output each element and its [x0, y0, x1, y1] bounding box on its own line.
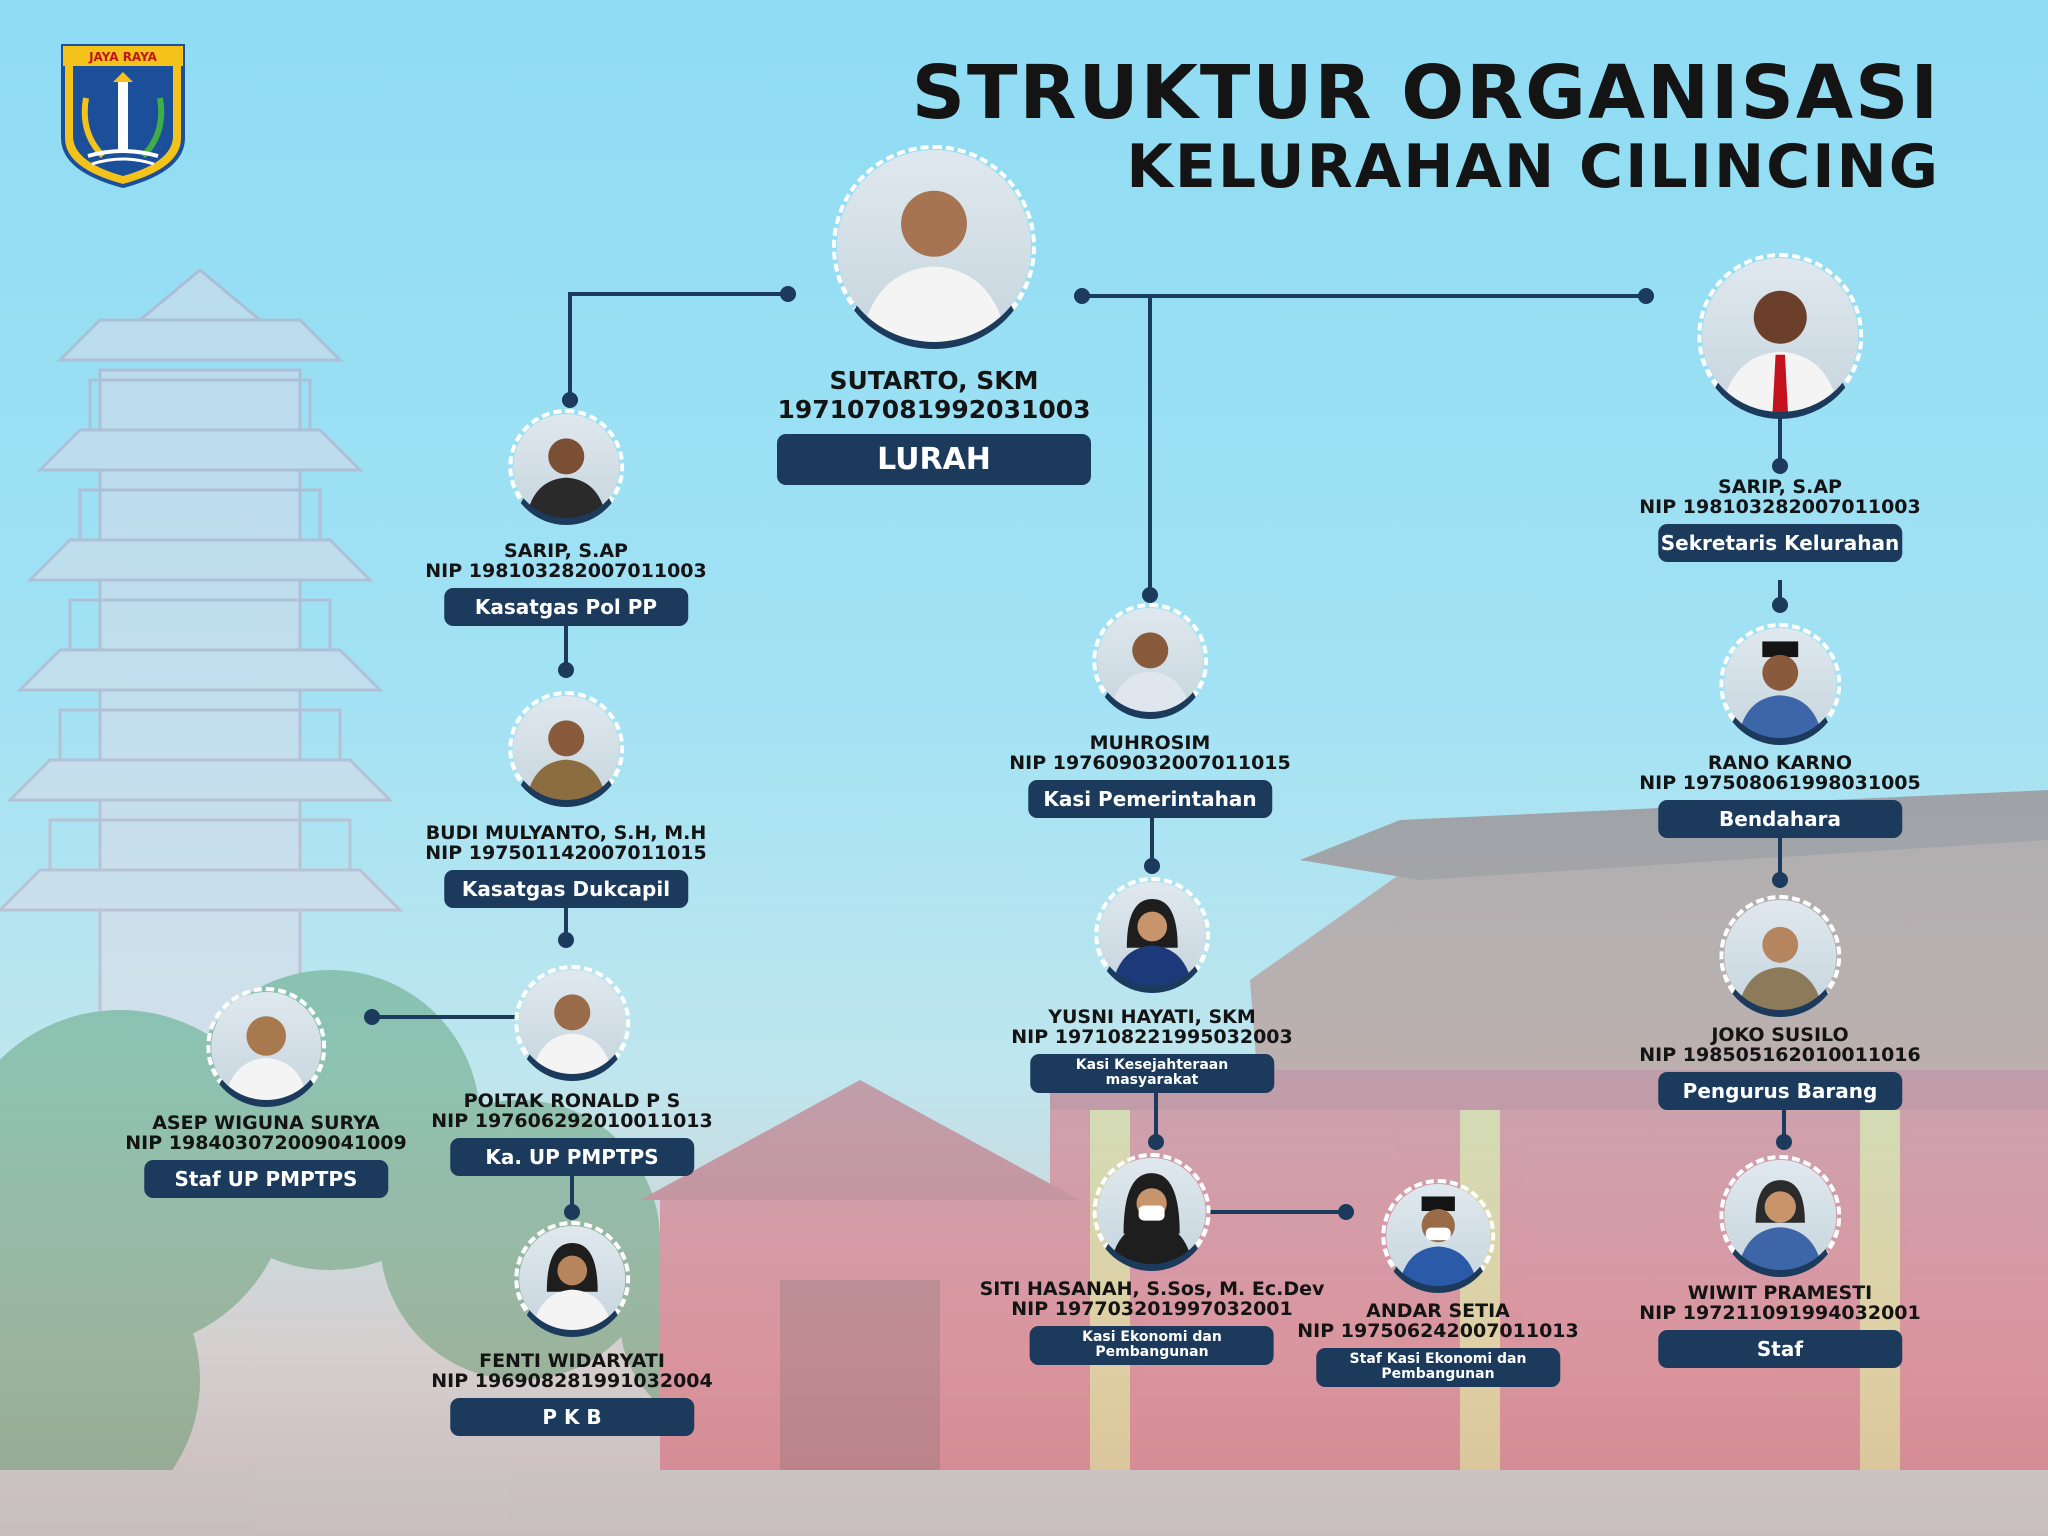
name-staf-ekonomi-pembangunan: ANDAR SETIA: [1366, 1300, 1510, 1322]
name-kasi-ekonomi-pembangunan: SITI HASANAH, S.Sos, M. Ec.Dev: [979, 1278, 1325, 1300]
connector-dot: [562, 392, 578, 408]
nip-staf-ekonomi-pembangunan: NIP 197506242007011013: [1297, 1319, 1579, 1342]
connector-dot: [1148, 1134, 1164, 1150]
connector-dot: [564, 1204, 580, 1220]
name-kasi-pemerintahan: MUHROSIM: [1089, 732, 1211, 754]
connector-dot: [1638, 288, 1654, 304]
connector-dot: [558, 662, 574, 678]
node-ka-up-pmptps: POLTAK RONALD P S NIP 197606292010011013…: [431, 965, 713, 1176]
nip-kasatgas-pol-pp: NIP 198103282007011003: [425, 559, 707, 582]
role-pkb: P K B: [449, 1397, 694, 1436]
photo-bendahara: [1718, 623, 1841, 745]
connector-dot: [558, 932, 574, 948]
role-kasatgas-dukcapil: Kasatgas Dukcapil: [443, 869, 688, 908]
node-kasatgas-dukcapil: BUDI MULYANTO, S.H, M.H NIP 197501142007…: [425, 691, 707, 908]
role-bendahara: Bendahara: [1657, 799, 1902, 838]
connector-dot: [1144, 858, 1160, 874]
connector-dot: [1772, 872, 1788, 888]
role-kasi-pemerintahan: Kasi Pemerintahan: [1027, 779, 1272, 818]
connector-dot: [1772, 597, 1788, 613]
role-lurah: LURAH: [777, 433, 1091, 485]
role-sekretaris-kelurahan: Sekretaris Kelurahan: [1657, 523, 1902, 562]
nip-kasatgas-dukcapil: NIP 197501142007011015: [425, 841, 707, 864]
name-kasi-kesejahteraan: YUSNI HAYATI, SKM: [1048, 1006, 1256, 1028]
connector-dot: [780, 286, 796, 302]
node-kasatgas-pol-pp: SARIP, S.AP NIP 198103282007011003 Kasat…: [425, 409, 707, 626]
page-title: STRUKTUR ORGANISASI: [911, 50, 1940, 136]
nip-ka-up-pmptps: NIP 197606292010011013: [431, 1109, 713, 1132]
connector-dot: [1074, 288, 1090, 304]
photo-ka-up-pmptps: [513, 965, 630, 1081]
role-kasi-ekonomi-pembangunan: Kasi Ekonomi dan Pembangunan: [1029, 1325, 1274, 1365]
role-staf-ekonomi-pembangunan: Staf Kasi Ekonomi dan Pembangunan: [1315, 1347, 1560, 1387]
photo-kasatgas-pol-pp: [507, 409, 624, 525]
node-kasi-ekonomi-pembangunan: SITI HASANAH, S.Sos, M. Ec.Dev NIP 19770…: [979, 1153, 1325, 1365]
nip-sekretaris-kelurahan: NIP 198103282007011003: [1639, 495, 1921, 518]
name-ka-up-pmptps: POLTAK RONALD P S: [463, 1090, 681, 1112]
photo-kasi-ekonomi-pembangunan: [1092, 1153, 1211, 1271]
page-subtitle: KELURAHAN CILINCING: [1126, 132, 1940, 202]
logo-text: JAYA RAYA: [88, 50, 158, 64]
node-kasi-pemerintahan: MUHROSIM NIP 197609032007011015 Kasi Pem…: [1009, 603, 1291, 818]
node-pkb: FENTI WIDARYATI NIP 196908281991032004 P…: [431, 1221, 713, 1436]
node-kasi-kesejahteraan: YUSNI HAYATI, SKM NIP 197108221995032003…: [1011, 877, 1293, 1093]
connector-dot: [1772, 458, 1788, 474]
nip-kasi-kesejahteraan: NIP 197108221995032003: [1011, 1025, 1293, 1048]
connector-lurah-to-polpp: [568, 292, 788, 400]
node-staf-ekonomi-pembangunan: ANDAR SETIA NIP 197506242007011013 Staf …: [1297, 1179, 1579, 1387]
nip-lurah: 197107081992031003: [777, 395, 1091, 425]
nip-kasi-pemerintahan: NIP 197609032007011015: [1009, 751, 1291, 774]
connector-dot: [1776, 1134, 1792, 1150]
connector-dot: [364, 1009, 380, 1025]
name-pengurus-barang: JOKO SUSILO: [1711, 1024, 1849, 1046]
role-kasi-kesejahteraan: Kasi Kesejahteraan masyarakat: [1029, 1053, 1274, 1093]
role-staf-up-pmptps: Staf UP PMPTPS: [143, 1159, 388, 1198]
photo-kasi-kesejahteraan: [1093, 877, 1210, 993]
nip-staf: NIP 197211091994032001: [1639, 1301, 1921, 1324]
photo-staf: [1718, 1155, 1841, 1277]
role-kasatgas-pol-pp: Kasatgas Pol PP: [443, 587, 688, 626]
nip-staf-up-pmptps: NIP 198403072009041009: [125, 1131, 407, 1154]
nip-pengurus-barang: NIP 198505162010011016: [1639, 1043, 1921, 1066]
node-staf-up-pmptps: ASEP WIGUNA SURYA NIP 198403072009041009…: [125, 987, 407, 1198]
name-staf: WIWIT PRAMESTI: [1687, 1282, 1873, 1304]
node-staf: WIWIT PRAMESTI NIP 197211091994032001 St…: [1639, 1155, 1921, 1368]
photo-sekretaris-kelurahan: [1696, 253, 1863, 419]
photo-kasi-pemerintahan: [1091, 603, 1208, 719]
name-kasatgas-pol-pp: SARIP, S.AP: [504, 540, 628, 562]
photo-pkb: [513, 1221, 630, 1337]
nip-pkb: NIP 196908281991032004: [431, 1369, 713, 1392]
node-bendahara: RANO KARNO NIP 197508061998031005 Bendah…: [1639, 623, 1921, 838]
nip-bendahara: NIP 197508061998031005: [1639, 771, 1921, 794]
photo-staf-up-pmptps: [205, 987, 326, 1107]
dki-jakarta-emblem-logo: JAYA RAYA: [61, 44, 185, 189]
connector-dot: [1142, 587, 1158, 603]
name-lurah: SUTARTO, SKM: [829, 366, 1039, 395]
connector-dots: [364, 286, 1792, 1220]
node-lurah: SUTARTO, SKM 197107081992031003 LURAH: [777, 145, 1091, 485]
name-staf-up-pmptps: ASEP WIGUNA SURYA: [152, 1112, 380, 1134]
photo-lurah: [832, 145, 1036, 349]
connector-dot: [1338, 1204, 1354, 1220]
role-ka-up-pmptps: Ka. UP PMPTPS: [449, 1137, 694, 1176]
photo-kasatgas-dukcapil: [507, 691, 624, 807]
name-bendahara: RANO KARNO: [1707, 752, 1853, 774]
role-pengurus-barang: Pengurus Barang: [1657, 1071, 1902, 1110]
name-pkb: FENTI WIDARYATI: [479, 1350, 665, 1372]
node-sekretaris-kelurahan: SARIP, S.AP NIP 198103282007011003 Sekre…: [1639, 253, 1921, 562]
role-staf: Staf: [1657, 1329, 1902, 1368]
photo-staf-ekonomi-pembangunan: [1380, 1179, 1495, 1293]
name-sekretaris-kelurahan: SARIP, S.AP: [1718, 476, 1842, 498]
node-pengurus-barang: JOKO SUSILO NIP 198505162010011016 Pengu…: [1639, 895, 1921, 1110]
nip-kasi-ekonomi-pembangunan: NIP 197703201997032001: [1011, 1297, 1293, 1320]
photo-pengurus-barang: [1718, 895, 1841, 1017]
name-kasatgas-dukcapil: BUDI MULYANTO, S.H, M.H: [425, 822, 707, 844]
